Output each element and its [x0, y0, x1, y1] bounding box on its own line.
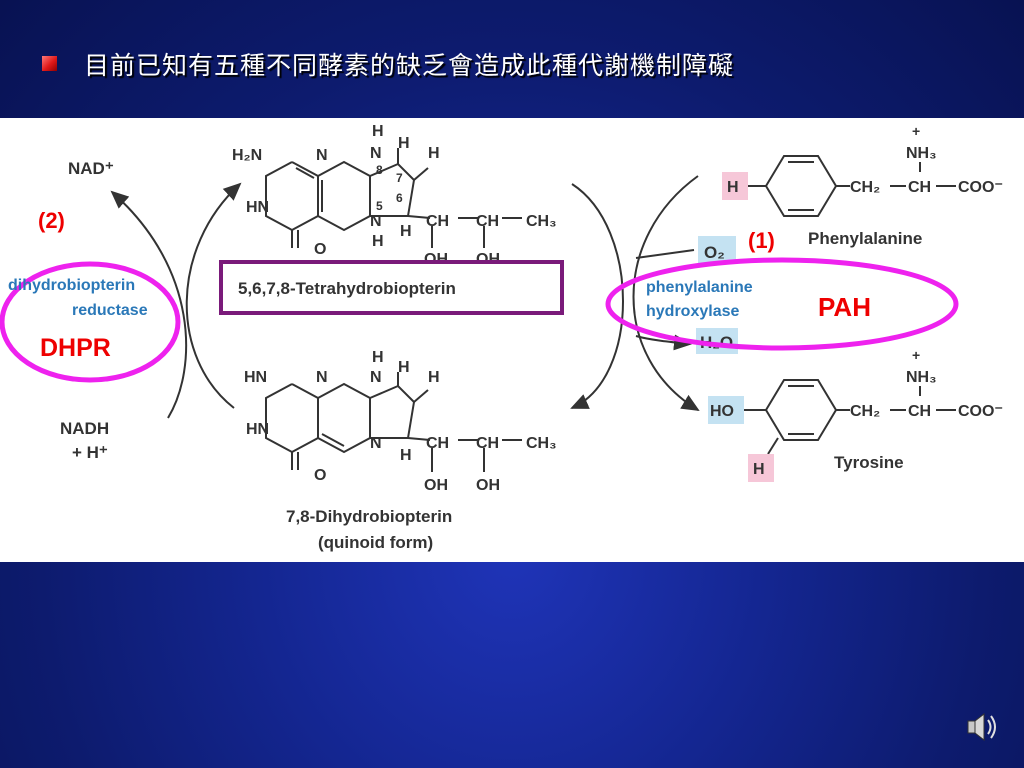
phe-nh3: NH₃ [906, 145, 937, 162]
phe-coo: COO⁻ [958, 179, 1003, 196]
dhpr-abbreviation: DHPR [40, 334, 111, 362]
dhpr-enzyme-line1: dihydrobiopterin [8, 277, 135, 294]
thb-num6: 6 [396, 191, 403, 205]
regeneration-arrow [185, 182, 242, 409]
thb-n8-h: H [372, 123, 384, 140]
thb-num7: 7 [396, 171, 403, 185]
nad-plus-label: NAD⁺ [68, 159, 114, 178]
dhb-oh2: OH [476, 477, 500, 494]
tyr-nh3: NH₃ [906, 369, 937, 386]
dhb-label-line2: (quinoid form) [318, 533, 433, 552]
pah-enzyme-line1: phenylalanine [646, 279, 753, 296]
tyrosine-structure: HO H CH₂ CH NH₃ + COO⁻ Tyrosine [708, 347, 1003, 482]
phe-plus: + [912, 123, 920, 139]
slide-title-bar: 目前已知有五種不同酵素的缺乏會造成此種代謝機制障礙 [0, 0, 1024, 118]
slide-title: 目前已知有五種不同酵素的缺乏會造成此種代謝機制障礙 [84, 51, 735, 80]
o2-label: O₂ [704, 243, 725, 262]
step-2-label: (2) [38, 208, 65, 233]
pah-highlight-ellipse [605, 257, 959, 351]
phe-name: Phenylalanine [808, 229, 922, 248]
phe-h: H [727, 179, 739, 196]
dhb-n5: N [370, 435, 382, 452]
thb-num8: 8 [376, 163, 383, 177]
dhb-hn-top: HN [244, 369, 267, 386]
tyr-ch2: CH₂ [850, 403, 880, 420]
nadh-label: NADH [60, 419, 109, 438]
bullet-square-icon [42, 56, 57, 71]
thb-num5: 5 [376, 199, 383, 213]
dhb-hn: HN [246, 421, 269, 438]
nadh-to-nad-arrow [110, 190, 188, 419]
dhb-side-ch3: CH₃ [526, 435, 557, 452]
tyr-h: H [753, 461, 765, 478]
thb-h7: H [428, 145, 440, 162]
pah-enzyme-line2: hydroxylase [646, 303, 739, 320]
tetrahydrobiopterin-structure: H₂N N HN O H N 8 H H 7 6 5 N H H CH CH C… [232, 123, 557, 268]
dhb-oh1: OH [424, 477, 448, 494]
thb-side-ch3: CH₃ [526, 213, 557, 230]
dhb-n-top: N [316, 369, 328, 386]
pah-reaction: O₂ H₂O (1) phenylalanine hydroxylase PAH [570, 175, 959, 412]
dhpr-highlight-ellipse [0, 261, 181, 383]
speaker-icon[interactable] [962, 708, 1000, 746]
dhb-h6: H [400, 447, 412, 464]
thb-n5-h: H [372, 233, 384, 250]
thb-label: 5,6,7,8-Tetrahydrobiopterin [238, 279, 456, 298]
dhb-h-top: H [398, 359, 410, 376]
dihydrobiopterin-structure: HN N HN O H N H H N H CH CH CH₃ OH OH 7,… [244, 349, 557, 552]
pathway-figure: NAD⁺ (2) dihydrobiopterin reductase DHPR… [0, 118, 1024, 562]
phe-ch2: CH₂ [850, 179, 880, 196]
thb-hn: HN [246, 199, 269, 216]
pah-abbreviation: PAH [818, 292, 871, 322]
thb-o: O [314, 241, 326, 258]
tyr-name: Tyrosine [834, 453, 904, 472]
thb-h-top: H [398, 135, 410, 152]
dhpr-cycle: NAD⁺ (2) dihydrobiopterin reductase DHPR… [0, 159, 242, 462]
tyr-coo: COO⁻ [958, 403, 1003, 420]
dhb-h7: H [428, 369, 440, 386]
pathway-diagram: NAD⁺ (2) dihydrobiopterin reductase DHPR… [0, 123, 1003, 552]
dhb-n8: N [370, 369, 382, 386]
dhb-side-ch2: CH [476, 435, 499, 452]
thb-n5: N [370, 213, 382, 230]
h2o-output-arrow [635, 334, 692, 351]
o2-input-line [635, 249, 695, 259]
dhb-side-ch1: CH [426, 435, 449, 452]
h-plus-label: + H⁺ [72, 443, 108, 462]
phe-ch: CH [908, 179, 931, 196]
thb-side-ch2: CH [476, 213, 499, 230]
thb-label-box [219, 260, 564, 315]
dhb-n8-h: H [372, 349, 384, 366]
o2-highlight [698, 236, 736, 264]
dhpr-enzyme-line2: reductase [72, 302, 148, 319]
phe-to-tyr-arrow [632, 175, 700, 412]
step-1-label: (1) [748, 228, 775, 253]
dhb-label-line1: 7,8-Dihydrobiopterin [286, 507, 452, 526]
thb-h6: H [400, 223, 412, 240]
phenylalanine-structure: H CH₂ CH NH₃ + COO⁻ Phenylalanine [722, 123, 1003, 248]
tyr-plus: + [912, 347, 920, 363]
pah-cofactor-arrow [570, 183, 624, 409]
thb-n-top: N [316, 147, 328, 164]
tyr-ch: CH [908, 403, 931, 420]
thb-n8: N [370, 145, 382, 162]
tyr-ho: HO [710, 403, 734, 420]
dhb-o: O [314, 467, 326, 484]
thb-side-ch1: CH [426, 213, 449, 230]
thb-h2n: H₂N [232, 147, 262, 164]
